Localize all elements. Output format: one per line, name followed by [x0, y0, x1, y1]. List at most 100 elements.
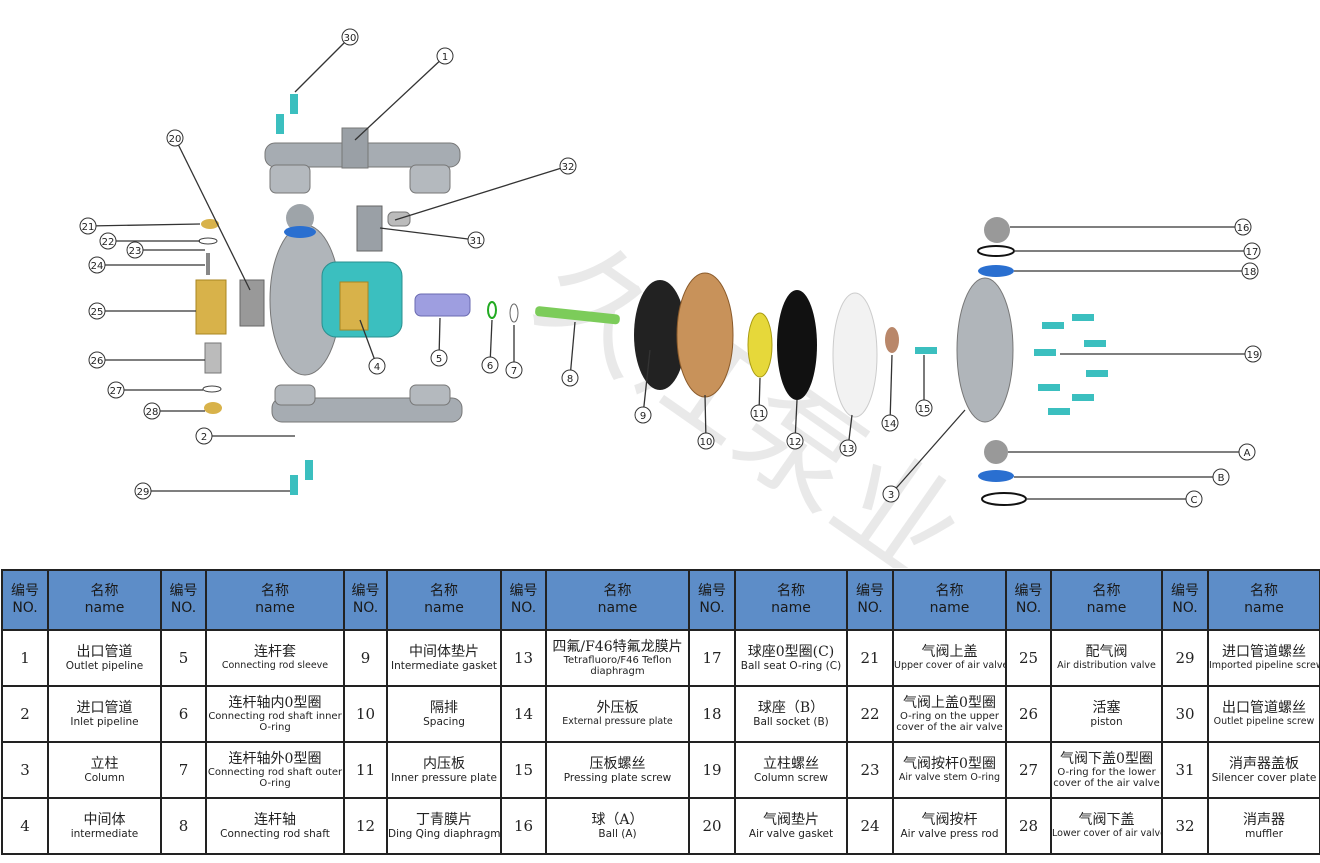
- part-name-cn: 气阀上盖0型圈: [903, 695, 996, 711]
- callout-25: 25: [88, 302, 196, 320]
- part-number: 6: [160, 685, 207, 743]
- callout-number: 26: [91, 356, 104, 367]
- callout-circle: [436, 47, 454, 65]
- part-number: 20: [688, 797, 736, 855]
- part-name-en: Outlet pipeline: [65, 660, 144, 672]
- part-name-cn: 气阀下盖0型圈: [1060, 751, 1153, 767]
- callout-circle: [1243, 242, 1261, 260]
- callout-circle: [143, 402, 161, 420]
- watermark: 久江泵业: [513, 219, 986, 568]
- callout-number: 21: [82, 222, 95, 233]
- callout-circle: [79, 217, 97, 235]
- callout-circle: [126, 241, 144, 259]
- part-name-cn: 压板螺丝: [589, 756, 646, 772]
- callout-circle: [1185, 490, 1203, 508]
- part-name-en: intermediate: [70, 828, 139, 840]
- part-name-cn: 中间体: [83, 812, 126, 828]
- callout-number: 32: [562, 162, 575, 173]
- part-name-cn: 连杆轴内0型圈: [228, 695, 322, 711]
- callout-circle: [634, 406, 652, 424]
- callout-circle: [107, 381, 125, 399]
- callout-number: 12: [789, 437, 802, 448]
- callout-number: 11: [753, 409, 766, 420]
- callout-17: 17: [1014, 242, 1261, 260]
- part-number: 2: [1, 685, 49, 743]
- leader-line: [569, 321, 576, 379]
- part-name-en: Imported pipeline screws: [1209, 660, 1320, 671]
- part-name-cn: 立柱: [90, 756, 119, 772]
- part-connecting-rod-shaft: [535, 306, 620, 325]
- callout-circle: [88, 256, 106, 274]
- callout-24: 24: [88, 256, 205, 274]
- callout-32: 32: [394, 157, 577, 221]
- part-name-en: Inner pressure plate: [391, 772, 497, 784]
- callout-number: 30: [344, 33, 357, 44]
- callout-6: 6: [481, 319, 499, 374]
- part-name-cn: 消声器: [1243, 812, 1285, 828]
- callout-number: 16: [1237, 223, 1250, 234]
- callout-1: 1: [354, 47, 454, 141]
- callout-number: 23: [129, 246, 142, 257]
- part-name-en: Connecting rod shaft: [220, 828, 330, 840]
- callout-10: 10: [697, 394, 715, 450]
- callout-7: 7: [505, 325, 523, 379]
- part-name-cn: 气阀上盖: [921, 644, 978, 660]
- part-name-en: Ball seat O-ring (C): [740, 660, 842, 672]
- part-number: 32: [1161, 797, 1209, 855]
- callout-12: 12: [786, 399, 804, 450]
- callout-circle: [341, 28, 359, 46]
- callout-29: 29: [134, 482, 290, 500]
- part-name-en: External pressure plate: [562, 716, 673, 727]
- part-number: 23: [846, 741, 894, 799]
- part-name-cn: 球（A）: [591, 812, 644, 828]
- part-name-en: Tetrafluoro/F46 Teflon diaphragm: [563, 655, 672, 677]
- part-name-cn: 进口管道: [76, 700, 133, 716]
- callout-number: 31: [470, 236, 483, 247]
- part-spacing: [676, 272, 734, 398]
- callout-circle: [839, 439, 857, 457]
- part-number: 11: [343, 741, 388, 799]
- callout-number: 28: [146, 407, 159, 418]
- leader-line: [394, 165, 569, 221]
- callout-number: 6: [487, 361, 493, 372]
- part-air-valve: [195, 279, 227, 335]
- callout-circle: [88, 302, 106, 320]
- callout-16: 16: [1010, 218, 1252, 236]
- leader-line: [354, 55, 446, 141]
- part-name-cn: 球座（B）: [757, 700, 825, 716]
- callout-C: C: [1026, 490, 1203, 508]
- part-name-en: O-ring for the lower cover of the air va…: [1053, 767, 1160, 789]
- part-name-en: Pressing plate screw: [563, 772, 672, 784]
- part-number: 26: [1005, 685, 1052, 743]
- callout-number: 2: [201, 432, 207, 443]
- part-connecting-rod-sleeve: [414, 293, 471, 317]
- part-name-cn: 配气阀: [1085, 644, 1128, 660]
- callout-circle: [88, 351, 106, 369]
- part-name-en: piston: [1090, 716, 1123, 728]
- callout-number: 20: [169, 134, 182, 145]
- callout-circle: [368, 357, 386, 375]
- part-name: 球座0型圈(C)Ball seat O-ring (C): [734, 629, 848, 687]
- part-gasket: [634, 280, 686, 390]
- callout-28: 28: [143, 402, 205, 420]
- callout-number: 19: [1247, 350, 1260, 361]
- part-number: 22: [846, 685, 894, 743]
- callout-30: 30: [294, 28, 359, 93]
